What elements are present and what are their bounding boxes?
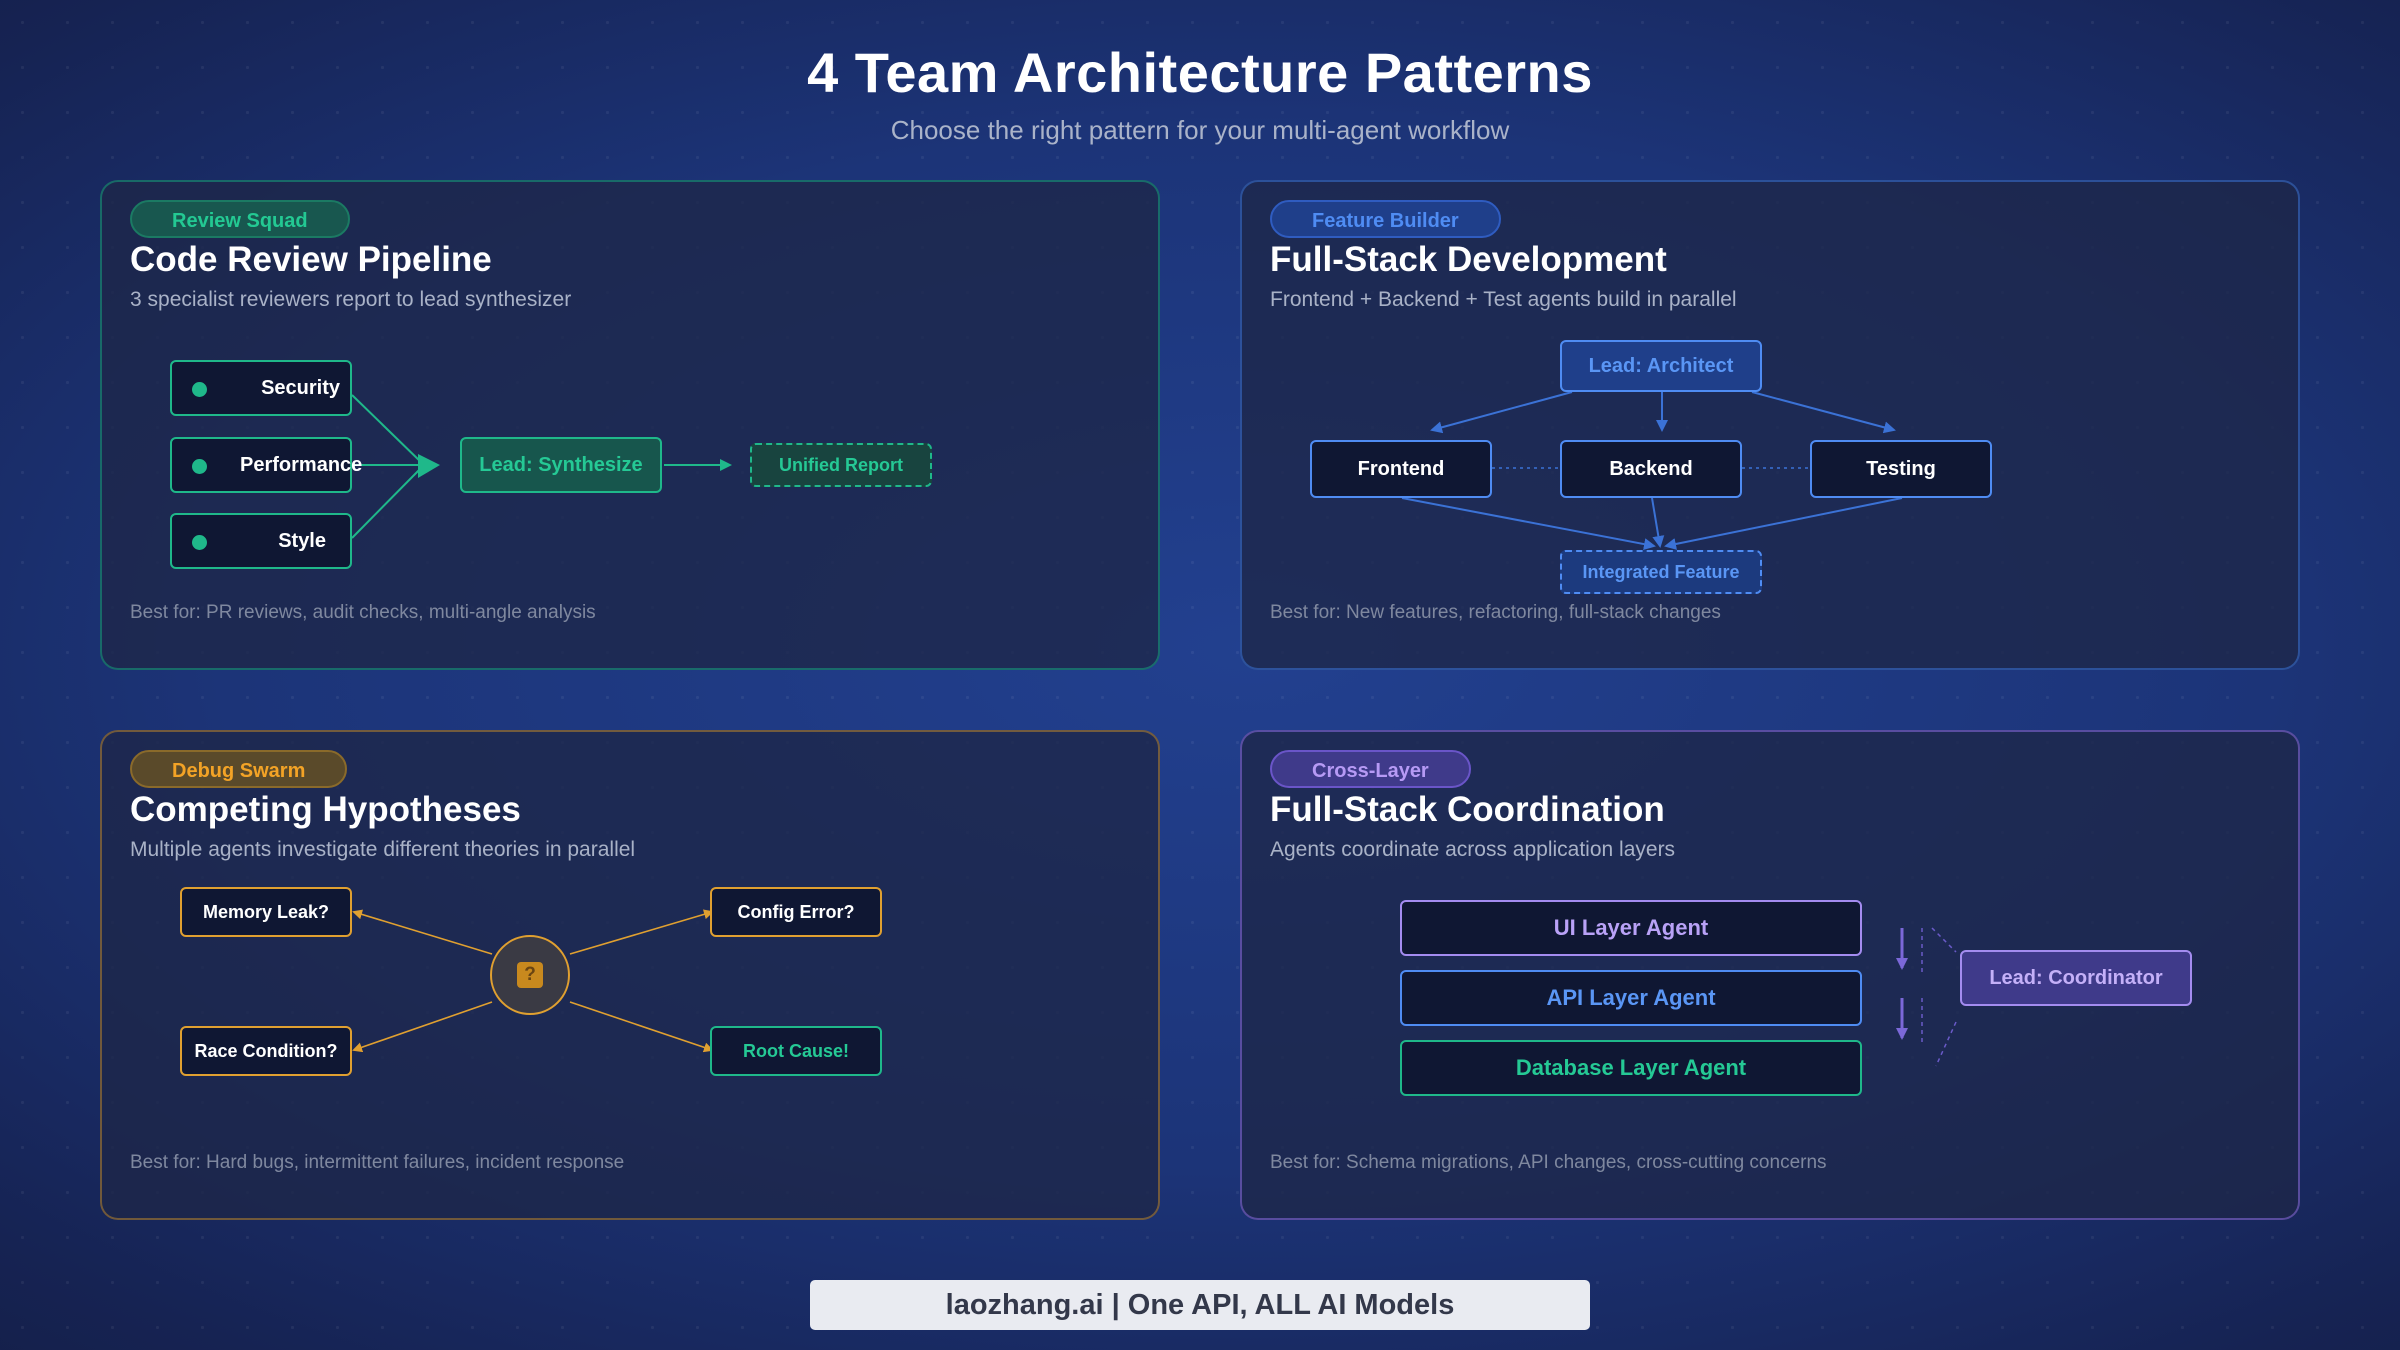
database-layer-agent-node: Database Layer Agent xyxy=(1400,1040,1862,1096)
lead-architect-node: Lead: Architect xyxy=(1560,340,1762,392)
lead-to-testing-arrow xyxy=(1751,391,1896,434)
feature-card-description: Frontend + Backend + Test agents build i… xyxy=(1270,288,1737,311)
testing-to-feature-arrow xyxy=(1664,497,1903,550)
hypothesis-race-condition-node: Race Condition? xyxy=(180,1026,352,1076)
style-connector xyxy=(351,464,425,539)
debug-card-title: Competing Hypotheses xyxy=(130,790,521,829)
debug-swarm-card: Debug Swarm Competing Hypotheses Multipl… xyxy=(100,730,1160,1220)
center-investigator-circle: ? xyxy=(490,935,570,1015)
feature-best-for: Best for: New features, refactoring, ful… xyxy=(1270,602,1721,623)
to-memory-leak-arrow xyxy=(352,909,493,955)
status-dot-icon xyxy=(192,459,207,474)
reviewer-security-node: Security xyxy=(170,360,352,416)
reviewer-label: Security xyxy=(261,376,340,399)
feature-card-title: Full-Stack Development xyxy=(1270,240,1667,279)
to-config-error-arrow xyxy=(569,909,714,955)
backend-agent-node: Backend xyxy=(1560,440,1742,498)
question-mark-icon: ? xyxy=(517,962,543,988)
cross-card-description: Agents coordinate across application lay… xyxy=(1270,838,1676,861)
feature-builder-badge: Feature Builder xyxy=(1270,200,1501,238)
status-dot-icon xyxy=(192,535,207,550)
cross-layer-badge: Cross-Layer xyxy=(1270,750,1471,788)
status-dot-icon xyxy=(192,382,207,397)
reviewer-label: Performance xyxy=(240,453,363,476)
page-title: 4 Team Architecture Patterns xyxy=(807,41,1593,104)
testing-agent-node: Testing xyxy=(1810,440,1992,498)
reviewer-performance-node: Performance xyxy=(170,437,362,493)
coordinator-links xyxy=(1931,927,1957,1067)
ui-layer-agent-node: UI Layer Agent xyxy=(1400,900,1862,956)
reviewer-label: Style xyxy=(278,529,326,552)
review-card-title: Code Review Pipeline xyxy=(130,240,492,279)
root-cause-node: Root Cause! xyxy=(710,1026,882,1076)
hypothesis-memory-leak-node: Memory Leak? xyxy=(180,887,352,937)
to-root-cause-arrow xyxy=(569,1001,714,1053)
debug-swarm-badge: Debug Swarm xyxy=(130,750,348,788)
cross-flow-lines xyxy=(1896,927,1957,1067)
to-race-condition-arrow xyxy=(352,1001,493,1053)
backend-to-feature-arrow xyxy=(1651,497,1665,548)
hypothesis-config-error-node: Config Error? xyxy=(710,887,882,937)
lead-to-frontend-arrow xyxy=(1430,391,1573,434)
lead-coordinator-node: Lead: Coordinator xyxy=(1960,950,2192,1006)
api-layer-agent-node: API Layer Agent xyxy=(1400,970,1862,1026)
frontend-to-feature-arrow xyxy=(1401,497,1656,551)
reviewer-style-node: Style xyxy=(170,513,352,569)
frontend-agent-node: Frontend xyxy=(1310,440,1492,498)
security-connector xyxy=(351,394,425,466)
cross-best-for: Best for: Schema migrations, API changes… xyxy=(1270,1152,1827,1173)
review-squad-card: Review Squad Code Review Pipeline 3 spec… xyxy=(100,180,1160,670)
feature-flow-lines xyxy=(1401,391,1903,551)
review-squad-badge: Review Squad xyxy=(130,200,350,238)
cross-layer-card: Cross-Layer Full-Stack Coordination Agen… xyxy=(1240,730,2300,1220)
debug-card-description: Multiple agents investigate different th… xyxy=(130,838,636,861)
feature-builder-card: Feature Builder Full-Stack Development F… xyxy=(1240,180,2300,670)
debug-flow-lines xyxy=(352,909,714,1053)
unified-report-node: Unified Report xyxy=(750,443,932,487)
integrated-feature-node: Integrated Feature xyxy=(1560,550,1762,594)
debug-best-for: Best for: Hard bugs, intermittent failur… xyxy=(130,1152,625,1173)
review-flow-lines xyxy=(351,394,732,539)
review-card-description: 3 specialist reviewers report to lead sy… xyxy=(130,288,572,311)
page-subtitle: Choose the right pattern for your multi-… xyxy=(890,115,1510,145)
footer-banner: laozhang.ai | One API, ALL AI Models xyxy=(810,1280,1590,1330)
merge-arrowhead xyxy=(418,454,440,478)
cross-card-title: Full-Stack Coordination xyxy=(1270,790,1665,829)
review-best-for: Best for: PR reviews, audit checks, mult… xyxy=(130,602,596,623)
lead-synthesize-node: Lead: Synthesize xyxy=(460,437,662,493)
